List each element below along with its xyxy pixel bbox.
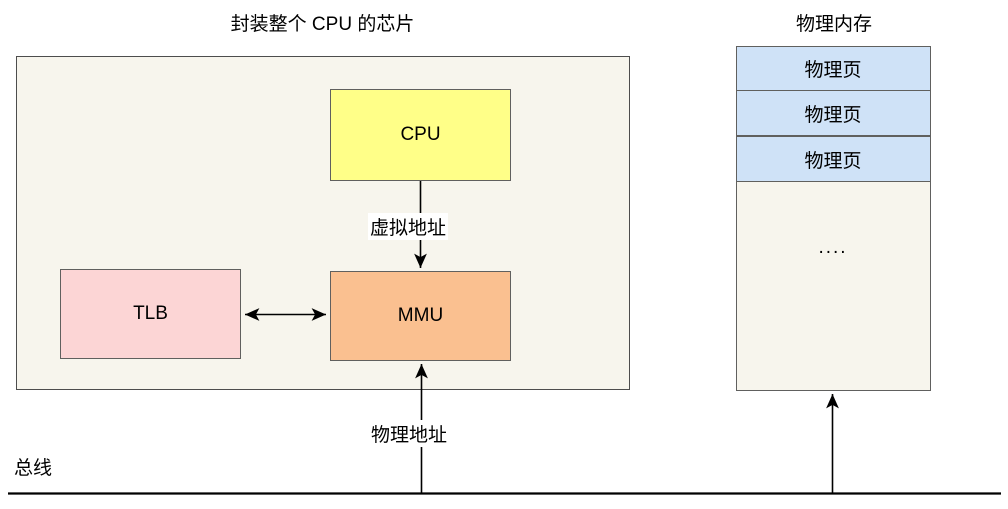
node-cpu-label: CPU: [400, 124, 441, 145]
memory-free-ellipsis: ....: [818, 237, 848, 258]
memory-title: 物理内存: [795, 14, 872, 35]
memory-page-label: 物理页: [804, 104, 862, 126]
bus-label: 总线: [14, 458, 53, 479]
memory-page-label: 物理页: [804, 60, 862, 81]
memory-page-label: 物理页: [804, 150, 862, 172]
memory-page-row[interactable]: 物理页: [735, 136, 931, 182]
physical-memory-container: 物理页 物理页 物理页 ....: [735, 45, 931, 391]
memory-page-row[interactable]: 物理页: [735, 45, 931, 92]
node-tlb-label: TLB: [133, 303, 168, 324]
edge-label-physical-address: 物理地址: [369, 420, 450, 447]
edge-label-virtual-address: 虚拟地址: [368, 213, 449, 240]
chip-title: 封装整个 CPU 的芯片: [230, 14, 415, 35]
node-tlb[interactable]: TLB: [60, 269, 241, 359]
node-mmu-label: MMU: [397, 305, 444, 326]
node-cpu[interactable]: CPU: [330, 89, 511, 181]
memory-page-row[interactable]: 物理页: [735, 90, 931, 136]
node-mmu[interactable]: MMU: [330, 271, 511, 361]
